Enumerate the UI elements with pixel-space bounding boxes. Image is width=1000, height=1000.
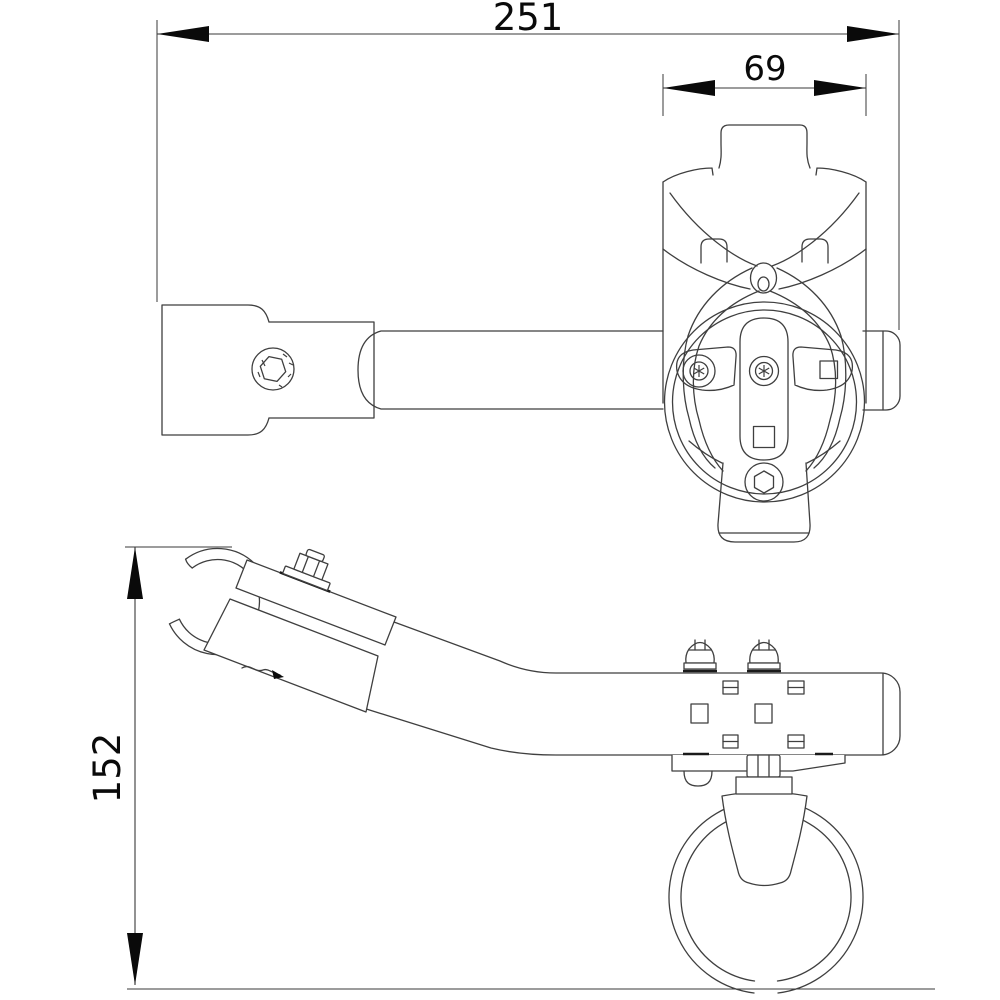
torx-recess-icon [693, 365, 705, 377]
finger-tab-right [801, 238, 829, 264]
dimension-overall-width: 251 [156, 0, 900, 330]
clamp-block-outline [161, 304, 270, 436]
arrowhead-right-icon [814, 80, 866, 96]
arm-upper-left [669, 192, 758, 267]
paddle-left-outline [675, 346, 737, 392]
slot-mid-left [690, 703, 709, 724]
clamp-arm-upper-block [235, 559, 397, 646]
plate-outline [671, 754, 846, 772]
finger-tab-left [700, 238, 728, 264]
right-square-hole [819, 360, 839, 380]
left-screw [682, 354, 716, 388]
arrowhead-right-icon [847, 26, 899, 42]
dome-nut-left [683, 639, 717, 673]
bolt-head-markings [257, 353, 294, 388]
dome-nut-body [749, 641, 779, 664]
arm-lower-right [769, 290, 837, 472]
dome-nut-flange [683, 662, 717, 670]
arm-upper-left-inner [662, 248, 751, 290]
bolt-head-circle [251, 347, 295, 391]
arm-tube-outline [359, 621, 901, 756]
bolt-hex-facets [301, 555, 321, 578]
arrowhead-left-icon [157, 26, 209, 42]
arm-cross-knot [749, 262, 778, 294]
nut-facets [757, 754, 770, 778]
tube-right-outline [862, 330, 901, 411]
arm-lower-left [692, 290, 760, 472]
slot-mid-right [754, 703, 773, 724]
dimension-cage-width: 69 [662, 49, 867, 116]
screw-head-circle [754, 361, 774, 381]
bottle-cage-side-view [668, 776, 864, 994]
dimension-overall-height: 152 [86, 546, 935, 990]
arm-upper-right [771, 192, 860, 267]
plate-rivet-dome [683, 770, 713, 787]
tube-left-outline [357, 330, 664, 410]
cradle-ring-outer-circle [663, 301, 866, 503]
cradle-ring-inner-circle [671, 309, 858, 495]
clamp-bolt-head [251, 347, 295, 391]
screw-washer-circle [682, 354, 716, 388]
dome-nut-facets [758, 639, 770, 651]
tube-mounting-slots [690, 680, 805, 749]
screw-head-circle [689, 361, 709, 381]
paddle-right-outline [792, 346, 854, 392]
clamp-ring-outer-upper-arc [184, 547, 256, 565]
arrowhead-top-icon [127, 547, 143, 599]
clamp-arm-lower-block [203, 598, 379, 713]
clamp-flange-bolt [279, 548, 331, 593]
dimension-value-overall-height: 152 [86, 733, 129, 804]
thumb-tab-outline [718, 124, 811, 169]
cage-mount-nut [746, 754, 781, 778]
center-screw [748, 355, 780, 387]
arrowhead-bottom-icon [127, 933, 143, 985]
hex-socket-icon [753, 470, 775, 494]
torx-recess-icon [758, 365, 770, 377]
clamp-ring-tip-upper [184, 558, 193, 569]
top-view [161, 124, 901, 543]
arm-tube-fill [360, 622, 900, 755]
screw-washer-circle [748, 355, 780, 387]
cage-back-funnel [721, 791, 808, 887]
bolt-cap [305, 548, 325, 562]
clamp-neck-outline [268, 321, 375, 419]
bottom-hex-screw [744, 462, 784, 502]
squiggle-arrow-icon [272, 670, 284, 679]
arm-lower-right-outer [776, 267, 847, 469]
arrowhead-left-icon [663, 80, 715, 96]
clamp-ring-tip-lower [168, 618, 181, 625]
cage-foot-outline [717, 462, 811, 543]
dome-nut-body [685, 641, 715, 664]
nut-body [746, 754, 781, 778]
strap-square-hole [752, 425, 776, 449]
screw-boss-circle [744, 462, 784, 502]
dome-nut-flange [747, 662, 781, 670]
arm-cross-knot-inner [757, 276, 770, 292]
mount-strap-outline [739, 317, 789, 461]
dimension-value-cage-width: 69 [743, 49, 786, 89]
dome-nut-facets [694, 639, 706, 651]
dome-nut-right [747, 639, 781, 673]
wing-join-left [688, 440, 723, 464]
arm-upper-right-inner [778, 248, 867, 290]
shoulder-right [815, 167, 867, 183]
bolt-hex-socket-icon [259, 355, 287, 383]
bottle-cage-front-view [662, 124, 867, 543]
wing-join-right [806, 440, 841, 464]
side-view [168, 547, 901, 994]
dimension-value-overall-width: 251 [493, 0, 564, 39]
cage-mount-stub [735, 776, 793, 795]
shoulder-left [662, 167, 714, 183]
